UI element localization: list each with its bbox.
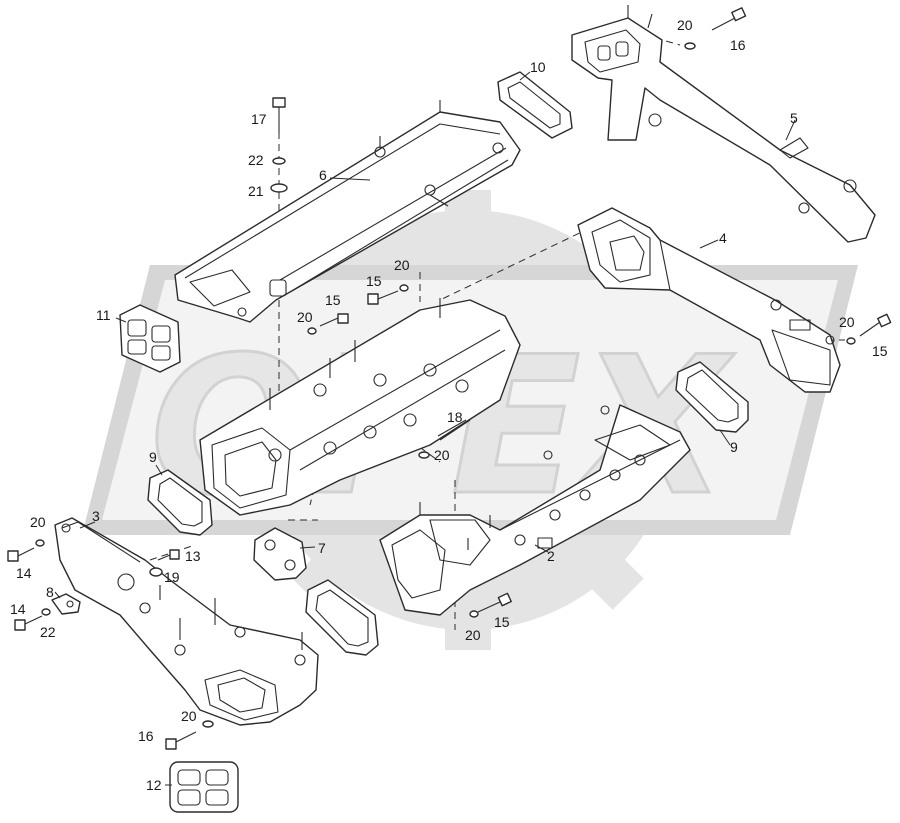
part-1-center-manifold <box>199 298 521 516</box>
callout-20-f: 20 <box>30 514 46 530</box>
leader-lines <box>54 71 796 786</box>
part-8-bracket <box>51 593 81 615</box>
callout-20-g: 20 <box>465 627 481 643</box>
part-10-gasket <box>497 71 573 139</box>
callout-19: 19 <box>164 569 180 585</box>
bolts-and-washers <box>7 7 892 750</box>
callout-20-c: 20 <box>297 309 313 325</box>
part-4-right-manifold <box>577 207 841 393</box>
part-5-upper-pipe <box>571 5 876 243</box>
callout-16-lower: 16 <box>138 728 154 744</box>
callout-15-b: 15 <box>325 292 341 308</box>
callout-11: 11 <box>96 307 111 323</box>
callout-2: 2 <box>547 548 555 564</box>
callout-20-b: 20 <box>394 257 410 273</box>
part-7-gasket <box>253 527 307 581</box>
callout-6: 6 <box>319 167 327 183</box>
part-2-lower-manifold <box>379 404 691 616</box>
callout-17: 17 <box>251 111 267 127</box>
callout-20-a: 20 <box>677 17 693 33</box>
part-6-upper-manifold <box>174 100 521 323</box>
callout-9-right: 9 <box>730 439 738 455</box>
callout-labels: 2 3 4 5 6 7 8 9 9 10 11 12 13 14 14 15 1… <box>10 17 888 793</box>
callout-20-e: 20 <box>434 447 450 463</box>
callout-18: 18 <box>447 409 463 425</box>
callout-15-c: 15 <box>872 343 888 359</box>
callout-4: 4 <box>719 230 727 246</box>
callout-22-upper: 22 <box>248 152 264 168</box>
callout-12: 12 <box>146 777 162 793</box>
callout-21: 21 <box>248 183 264 199</box>
callout-5: 5 <box>790 110 798 126</box>
part-3-lower-left-manifold <box>54 517 319 726</box>
callout-15-a: 15 <box>366 273 382 289</box>
part-9-gasket-right <box>675 361 749 433</box>
part-9-gasket-left <box>147 469 213 536</box>
part-12-insert <box>169 761 239 813</box>
callout-22-lower: 22 <box>40 624 56 640</box>
callout-13: 13 <box>185 548 201 564</box>
callout-20-d: 20 <box>839 314 855 330</box>
part-11-insert <box>119 304 181 373</box>
callout-15-d: 15 <box>494 614 510 630</box>
callout-9-left: 9 <box>149 449 157 465</box>
callout-10: 10 <box>530 59 546 75</box>
callout-14-upper: 14 <box>16 565 32 581</box>
callout-8: 8 <box>46 584 54 600</box>
callout-20-h: 20 <box>181 708 197 724</box>
callout-16-upper: 16 <box>730 37 746 53</box>
callout-7: 7 <box>318 540 326 556</box>
callout-14-lower: 14 <box>10 601 26 617</box>
gasket-lower-center <box>305 579 379 656</box>
callout-3: 3 <box>92 508 100 524</box>
